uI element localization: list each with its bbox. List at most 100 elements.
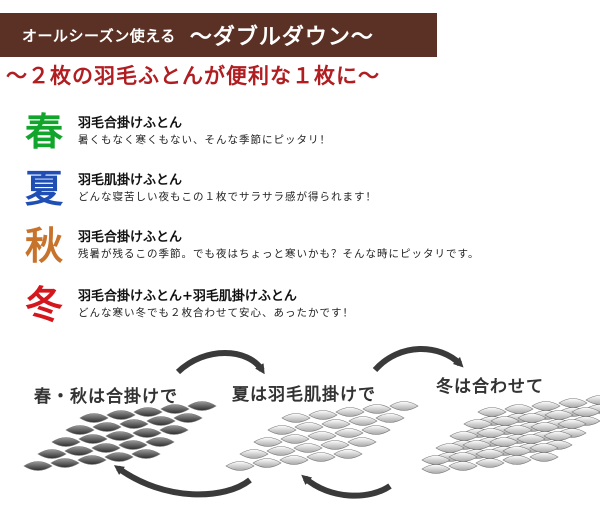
season-kanji: 秋 bbox=[24, 223, 63, 268]
usage-diagram: 春・秋は合掛けで 夏は羽毛肌掛けで 冬は合わせて bbox=[0, 340, 600, 515]
quilt-cell bbox=[159, 425, 189, 435]
quilt-cell bbox=[293, 443, 323, 453]
quilt-cell bbox=[131, 449, 161, 459]
quilt-cell bbox=[105, 431, 135, 441]
arrow-bottom-left bbox=[113, 465, 252, 498]
diagram-label-summer: 夏は羽毛肌掛けで bbox=[232, 385, 376, 405]
quilt-cell bbox=[77, 455, 107, 465]
season-description: 暑くもなく寒くもない、そんな季節にピッタリ！ bbox=[78, 134, 331, 146]
quilt-cell bbox=[118, 440, 148, 450]
quilt-light-weight bbox=[225, 401, 419, 471]
quilt-cell bbox=[530, 422, 560, 432]
season-autumn: 秋 羽毛合掛けふとん 残暑が残るこの季節。でも夜はちょっと寒いかも？そんな時にピ… bbox=[0, 222, 600, 278]
quilt-cell bbox=[529, 452, 559, 462]
quilt-cell bbox=[475, 458, 505, 468]
header-subtitle: オールシーズン使える bbox=[22, 26, 176, 45]
quilt-cell bbox=[335, 407, 365, 417]
quilt-cell bbox=[517, 413, 547, 423]
quilt-combined bbox=[421, 395, 600, 474]
quilt-cell bbox=[543, 431, 573, 441]
quilt-cell bbox=[531, 401, 561, 411]
quilt-illustration bbox=[23, 346, 600, 499]
quilt-cell bbox=[50, 458, 80, 468]
quilt-cell bbox=[253, 437, 283, 447]
quilt-cell bbox=[306, 452, 336, 462]
season-summer: 夏 羽毛肌掛けふとん どんな寝苦しい夜もこの１枚でサラサラ感が得られます！ bbox=[0, 165, 600, 221]
tagline: 〜２枚の羽毛ふとんが便利な１枚に〜 bbox=[6, 63, 380, 88]
season-description: どんな寒い冬でも２枚合わせて安心、あったかです！ bbox=[78, 307, 354, 319]
header-title: 〜ダブルダウン〜 bbox=[189, 25, 374, 50]
quilt-cell bbox=[389, 401, 419, 411]
quilt-cell bbox=[476, 428, 506, 438]
quilt-cell bbox=[64, 446, 94, 456]
quilt-cell bbox=[320, 440, 350, 450]
quilt-cell bbox=[490, 416, 520, 426]
quilt-cell bbox=[489, 437, 519, 447]
quilt-cell bbox=[544, 410, 574, 420]
quilt-cell bbox=[308, 410, 338, 420]
quilt-cell bbox=[502, 455, 532, 465]
season-spring: 春 羽毛合掛けふとん 暑くもなく寒くもない、そんな季節にピッタリ！ bbox=[0, 108, 600, 164]
quilt-cell bbox=[145, 437, 175, 447]
quilt-cell bbox=[37, 449, 67, 459]
quilt-cell bbox=[79, 413, 109, 423]
quilt-cell bbox=[106, 410, 136, 420]
quilt-cell bbox=[280, 434, 310, 444]
quilt-cell bbox=[173, 413, 203, 423]
quilt-cell bbox=[279, 455, 309, 465]
quilt-cell bbox=[119, 419, 149, 429]
quilt-cell bbox=[92, 422, 122, 432]
quilt-cell bbox=[504, 404, 534, 414]
quilt-cell bbox=[252, 458, 282, 468]
season-product-name: 羽毛合掛けふとん bbox=[78, 230, 183, 245]
quilt-cell bbox=[78, 434, 108, 444]
quilt-cell bbox=[529, 443, 559, 453]
season-product-name: 羽毛肌掛けふとん bbox=[78, 173, 183, 188]
quilt-cell bbox=[334, 428, 364, 438]
quilt-cell bbox=[267, 425, 297, 435]
quilt-cell bbox=[281, 413, 311, 423]
quilt-cell bbox=[571, 407, 600, 417]
quilt-cell bbox=[347, 437, 377, 447]
quilt-cell bbox=[146, 416, 176, 426]
quilt-cell bbox=[160, 404, 190, 414]
quilt-double-weight bbox=[23, 401, 217, 471]
season-description: 残暑が残るこの季節。でも夜はちょっと寒いかも？そんな時にピッタリです。 bbox=[78, 248, 480, 260]
quilt-cell bbox=[503, 425, 533, 435]
quilt-cell bbox=[104, 452, 134, 462]
quilt-cell bbox=[51, 437, 81, 447]
season-product-name: 羽毛合掛けふとん bbox=[78, 116, 183, 131]
quilt-cell bbox=[448, 452, 478, 462]
diagram-label-spring-autumn: 春・秋は合掛けで bbox=[34, 387, 178, 407]
season-description: どんな寝苦しい夜もこの１枚でサラサラ感が得られます！ bbox=[78, 191, 377, 203]
quilt-cell bbox=[362, 404, 392, 414]
quilt-cell bbox=[266, 446, 296, 456]
quilt-cell bbox=[23, 461, 53, 471]
quilt-cell bbox=[557, 419, 587, 429]
season-kanji: 春 bbox=[24, 109, 63, 154]
quilt-cell bbox=[421, 464, 451, 474]
season-kanji: 夏 bbox=[24, 166, 63, 211]
quilt-cell bbox=[132, 428, 162, 438]
quilt-cell bbox=[477, 407, 507, 417]
quilt-cell bbox=[502, 446, 532, 456]
season-product-name: 羽毛合掛けふとん+羽毛肌掛けふとん bbox=[78, 289, 297, 304]
quilt-cell bbox=[448, 461, 478, 471]
season-winter: 冬 羽毛合掛けふとん+羽毛肌掛けふとん どんな寒い冬でも２枚合わせて安心、あった… bbox=[0, 281, 600, 337]
quilt-cell bbox=[558, 398, 588, 408]
quilt-cell bbox=[516, 434, 546, 444]
quilt-cell bbox=[361, 425, 391, 435]
quilt-cell bbox=[348, 416, 378, 426]
season-kanji: 冬 bbox=[24, 282, 63, 327]
quilt-cell bbox=[225, 461, 255, 471]
quilt-cell bbox=[449, 431, 479, 441]
quilt-cell bbox=[65, 425, 95, 435]
quilt-cell bbox=[463, 419, 493, 429]
quilt-cell bbox=[307, 431, 337, 441]
quilt-cell bbox=[435, 443, 465, 453]
quilt-cell bbox=[462, 440, 492, 450]
diagram-label-winter: 冬は合わせて bbox=[436, 377, 544, 397]
quilt-cell bbox=[375, 413, 405, 423]
quilt-cell bbox=[321, 419, 351, 429]
quilt-cell bbox=[585, 395, 600, 405]
